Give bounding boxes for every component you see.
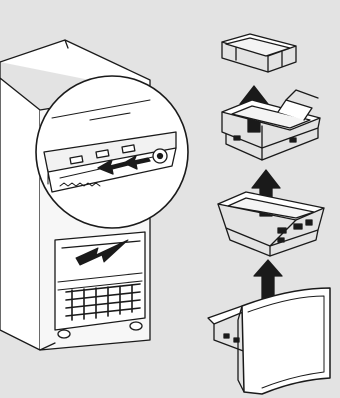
lift-arrow-3 xyxy=(254,260,282,300)
magnified-rail-detail xyxy=(36,76,188,228)
middle-bin xyxy=(222,90,320,160)
top-bin xyxy=(222,34,296,72)
drawer-front xyxy=(208,288,330,394)
foot-left xyxy=(58,330,70,338)
foot-right xyxy=(130,322,142,330)
basket-frame xyxy=(218,192,324,256)
